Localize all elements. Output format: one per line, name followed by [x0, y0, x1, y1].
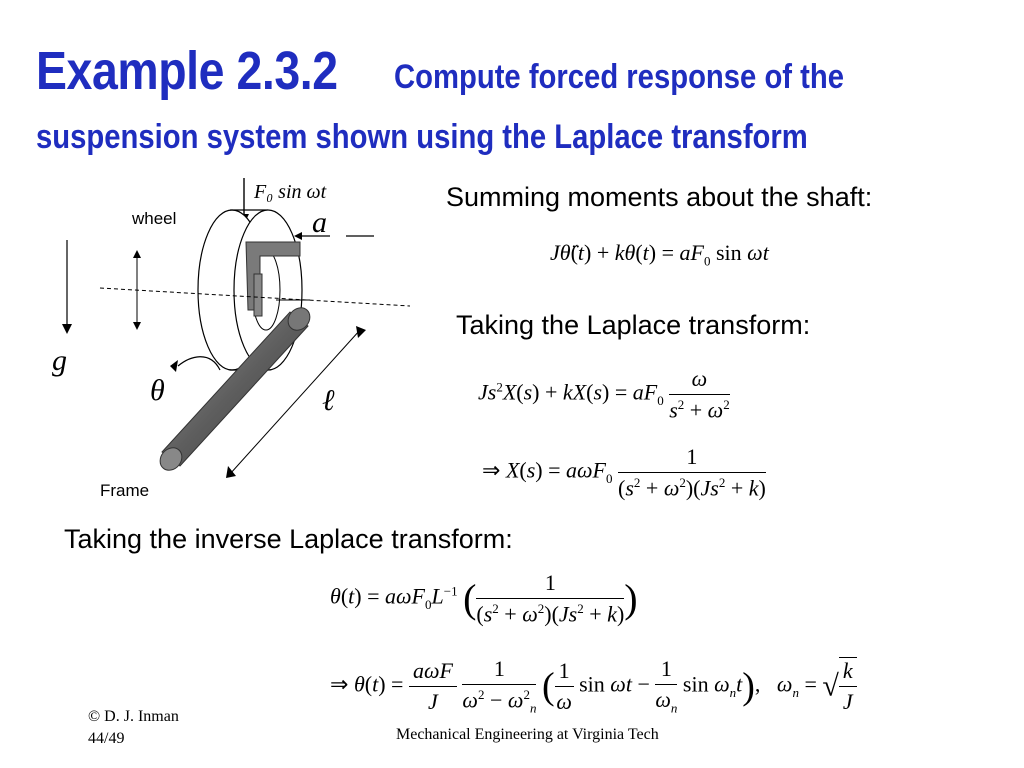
theta-label: θ: [150, 374, 165, 407]
ell-label: ℓ: [322, 384, 335, 417]
title-line-2: suspension system shown using the Laplac…: [36, 118, 808, 156]
frame-label: Frame: [100, 481, 149, 500]
laplace-transform-text: Taking the Laplace transform:: [456, 310, 811, 340]
g-label: g: [52, 344, 67, 377]
wheel-label: wheel: [131, 209, 176, 228]
title-line-1: Compute forced response of the: [394, 58, 845, 96]
copyright: © D. J. Inman: [88, 708, 179, 725]
suspension-diagram: F₀ sin ωt wheel a g θ ℓ Frame: [52, 178, 410, 500]
summing-moments-text: Summing moments about the shaft:: [446, 182, 873, 212]
inverse-laplace-text: Taking the inverse Laplace transform:: [64, 524, 513, 554]
transfer-solution: ⇒ X(s) = aωF0 1(s2 + ω2)(Js2 + k): [482, 444, 766, 501]
equation-of-motion: Jθ̈(t) + kθ(t) = aF0 sin ωt: [550, 240, 769, 269]
inverse-equation: θ(t) = aωF0L−1 (1(s2 + ω2)(Js2 + k)): [330, 570, 638, 627]
force-label: F₀ sin ωt: [253, 181, 327, 203]
a-label: a: [312, 206, 327, 239]
department: Mechanical Engineering at Virginia Tech: [396, 726, 659, 743]
example-number: Example 2.3.2: [36, 41, 338, 101]
slide-title: Example 2.3.2 Compute forced response of…: [36, 41, 1006, 154]
page-number: 44/49: [88, 730, 125, 747]
